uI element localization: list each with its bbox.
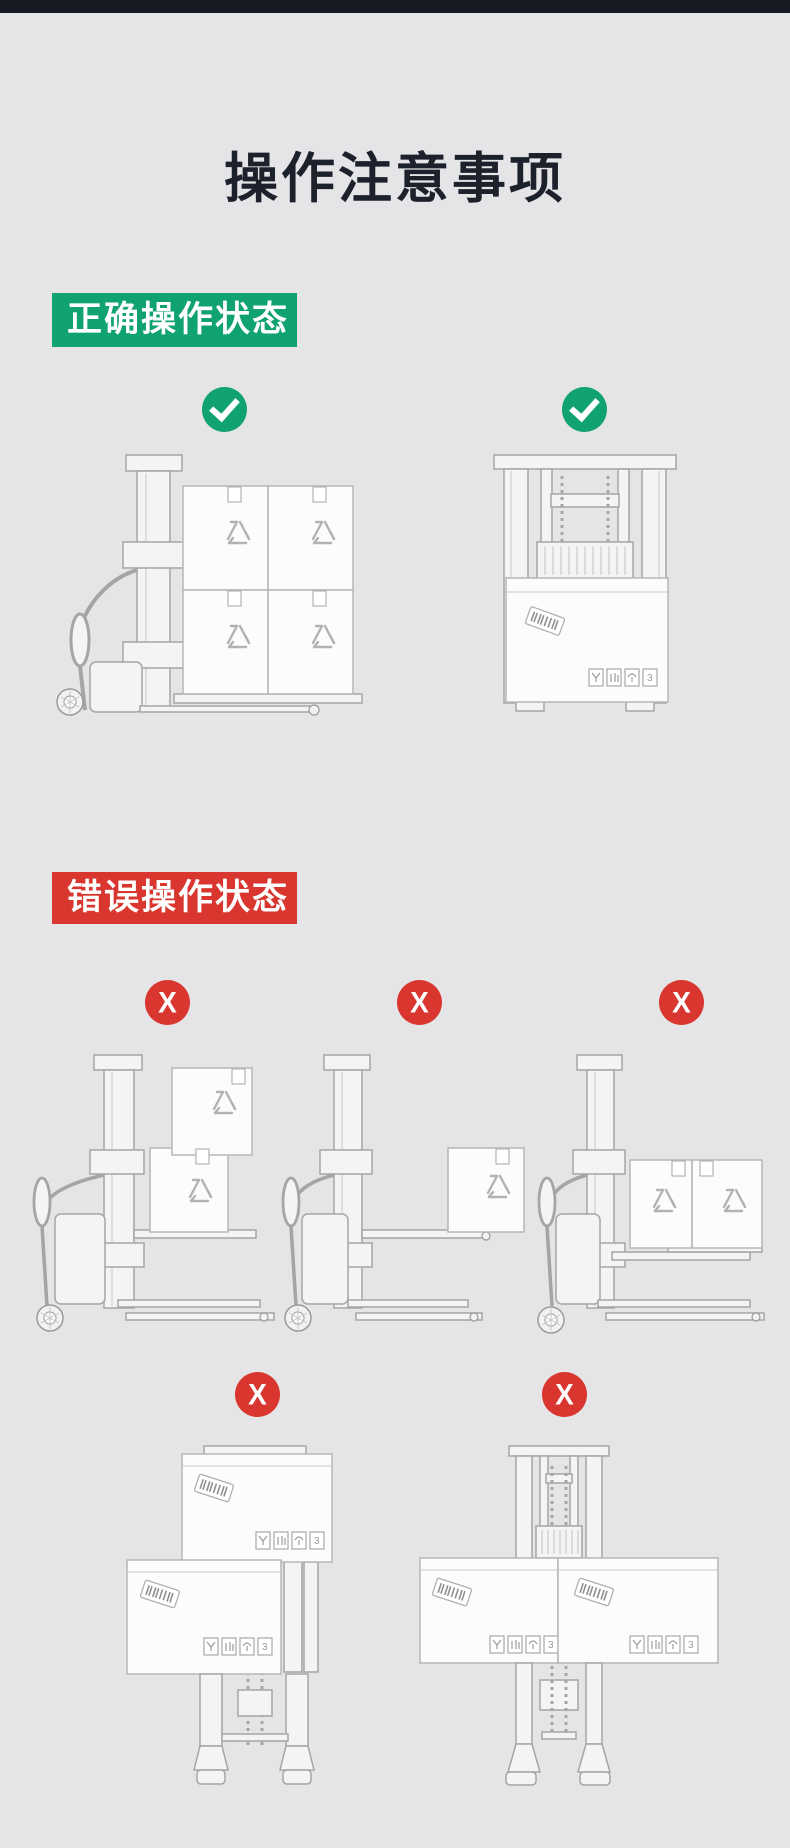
section-label-wrong: 错误操作状态 [52, 872, 297, 924]
foot [279, 1745, 315, 1771]
cross-icon: X [158, 985, 177, 1019]
leg [285, 1673, 309, 1747]
cross-badge: X [659, 980, 704, 1025]
cross-icon: X [248, 1377, 267, 1411]
chassis-body [89, 661, 143, 713]
handle-grip [281, 1176, 301, 1228]
handle-grip [32, 1176, 52, 1228]
mast-cap [125, 454, 183, 472]
cargo-boxes-overhang [629, 1159, 763, 1249]
illustration-correct-front-load [493, 454, 677, 712]
drive-wheel-icon [36, 1304, 64, 1332]
cross-badge: X [145, 980, 190, 1025]
mast-cap [508, 1445, 610, 1457]
lift-chains [550, 1466, 568, 1556]
cargo-box [505, 577, 669, 703]
check-badge [202, 387, 247, 432]
handle [82, 568, 138, 619]
top-bar [0, 0, 790, 13]
cross-icon: X [672, 985, 691, 1019]
cargo-boxes-offset [149, 1067, 253, 1233]
carriage [535, 1525, 583, 1559]
leg [199, 1673, 223, 1747]
mast-cap [493, 454, 677, 470]
check-badge [562, 387, 607, 432]
leg [515, 1662, 533, 1745]
cross-icon: X [410, 985, 429, 1019]
handle-grip [537, 1176, 557, 1228]
page-title: 操作注意事项 [224, 149, 566, 210]
illustration-wrong-offset-stack-front [126, 1445, 333, 1785]
foot [193, 1745, 229, 1771]
cargo-boxes-offset-front [126, 1453, 333, 1675]
cross-icon: X [555, 1377, 574, 1411]
leg [585, 1662, 603, 1745]
illustration-correct-side-load [56, 454, 363, 716]
mast-cap [576, 1054, 623, 1071]
illustration-wrong-wide-load-front [419, 1445, 719, 1786]
cross-badge: X [235, 1372, 280, 1417]
cargo-boxes-grid [182, 485, 354, 695]
mast-upright [515, 1455, 533, 1565]
illustration-wrong-offset-stack [32, 1054, 275, 1332]
illustration-wrong-overhang-load [537, 1054, 765, 1334]
handle [45, 1173, 105, 1204]
drive-wheel-icon [284, 1304, 312, 1332]
cross-badge: X [397, 980, 442, 1025]
foot [577, 1743, 611, 1773]
cross-badge: X [542, 1372, 587, 1417]
cargo-box-overhang [447, 1147, 525, 1233]
mast-cap [93, 1054, 143, 1071]
chassis-body [54, 1213, 106, 1305]
mast-cap [323, 1054, 371, 1071]
section-label-correct: 正确操作状态 [52, 293, 297, 347]
fork-platform [611, 1251, 751, 1261]
mast-upright [585, 1455, 603, 1565]
cargo-boxes-wide [419, 1557, 719, 1664]
illustration-wrong-tip-load [281, 1054, 525, 1332]
chassis-body [555, 1213, 601, 1305]
mast [103, 1069, 135, 1309]
chassis-body [301, 1213, 349, 1305]
drive-wheel-icon [537, 1306, 565, 1334]
handle-grip [69, 612, 91, 668]
fork-platform [173, 693, 363, 704]
drive-wheel-icon [56, 688, 84, 716]
foot [507, 1743, 541, 1773]
